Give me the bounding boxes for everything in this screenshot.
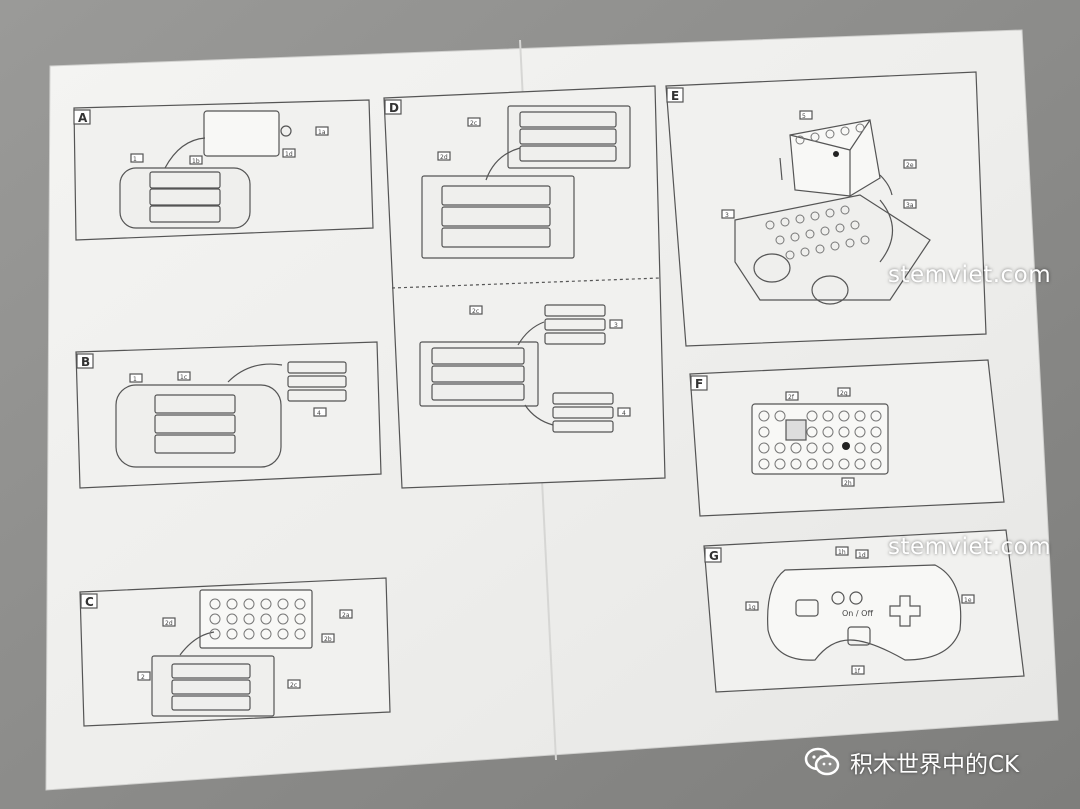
panel-f-letter: F <box>695 377 703 391</box>
arrow-b <box>227 363 283 383</box>
callout-b-2: 1c <box>180 374 187 381</box>
callout-e-1: 5 <box>802 113 806 120</box>
callout-a-3: 1a <box>318 129 326 136</box>
callout-d-4: 3 <box>614 322 618 329</box>
callout-d-1: 2c <box>470 120 477 127</box>
callout-g-5: 1f <box>854 668 861 675</box>
panel-a-letter: A <box>78 111 88 125</box>
panel-d-divider <box>391 277 661 289</box>
panel-f: F <box>689 359 1005 517</box>
car-chassis-e <box>734 194 931 301</box>
panel-c-letter: C <box>85 595 94 609</box>
remote-base <box>119 167 251 229</box>
callout-c-3: 2b <box>324 636 332 643</box>
callout-b-1: 1 <box>133 376 137 383</box>
callout-e-3: 3a <box>906 202 914 209</box>
panel-g-letter: G <box>709 549 719 563</box>
arrow-a <box>164 137 206 169</box>
panel-c-studs <box>209 598 306 640</box>
callout-c-5: 2c <box>290 682 297 689</box>
battery-box-d-bottom <box>419 341 539 407</box>
arrow-c <box>179 631 215 656</box>
panel-b: B <box>75 341 382 489</box>
wechat-icon <box>804 747 840 776</box>
battery-box-d-top <box>507 105 631 169</box>
brand-badge: 积木世界中的CK <box>804 742 1019 782</box>
battery-cover <box>203 110 280 157</box>
battery-box-d-mid <box>421 175 575 259</box>
panel-d: D <box>383 85 666 489</box>
panel-e-letter: E <box>671 89 679 103</box>
arrow-d-top <box>485 147 521 181</box>
callout-c-4: 2 <box>141 674 145 681</box>
panel-f-studs <box>758 410 882 470</box>
callout-f-3: 2h <box>844 480 852 487</box>
arrow-d-lower <box>524 404 554 426</box>
callout-a-2: 1b <box>192 158 200 165</box>
on-off-label: On / Off <box>842 609 873 618</box>
callout-g-1: 1h <box>838 549 846 556</box>
callout-g-4: 1e <box>964 597 972 604</box>
callout-d-2: 2d <box>440 154 448 161</box>
panel-g: G <box>703 529 1025 693</box>
cable-e <box>879 199 893 263</box>
callout-g-3: 1g <box>748 604 756 611</box>
callout-d-3: 2c <box>472 308 479 315</box>
battery-box-c <box>151 655 275 717</box>
brick-plate-c <box>199 589 313 649</box>
brand-text: 积木世界中的CK <box>850 752 1020 778</box>
callout-f-1: 2f <box>788 394 795 401</box>
panel-e: E <box>665 71 987 347</box>
callout-g-2: 1d <box>858 552 866 559</box>
panel-d-letter: D <box>389 101 399 115</box>
callout-a-1: 1 <box>133 156 137 163</box>
callout-f-2: 2g <box>840 390 848 397</box>
callout-a-4: 1d <box>285 151 293 158</box>
panel-b-letter: B <box>81 355 90 369</box>
callout-c-1: 2d <box>165 620 173 627</box>
callout-c-2: 2a <box>342 612 350 619</box>
panel-e-studs <box>765 123 870 260</box>
callout-e-4: 3 <box>725 212 729 219</box>
panel-c: C <box>79 577 391 727</box>
watermark-middle: stemviet.com <box>888 534 1052 560</box>
watermark-top: stemviet.com <box>888 262 1052 288</box>
panel-a: A <box>73 99 374 241</box>
brick-plate-f <box>751 403 889 475</box>
callout-e-2: 2e <box>906 162 914 169</box>
arrow-e-plug <box>879 174 893 196</box>
callout-d-5: 4 <box>622 410 626 417</box>
remote-base-b <box>115 384 282 468</box>
callout-b-3: 4 <box>317 410 321 417</box>
arrow-e-down <box>779 157 783 181</box>
remote-controller-g <box>767 564 962 661</box>
arrow-d-right <box>517 321 545 346</box>
